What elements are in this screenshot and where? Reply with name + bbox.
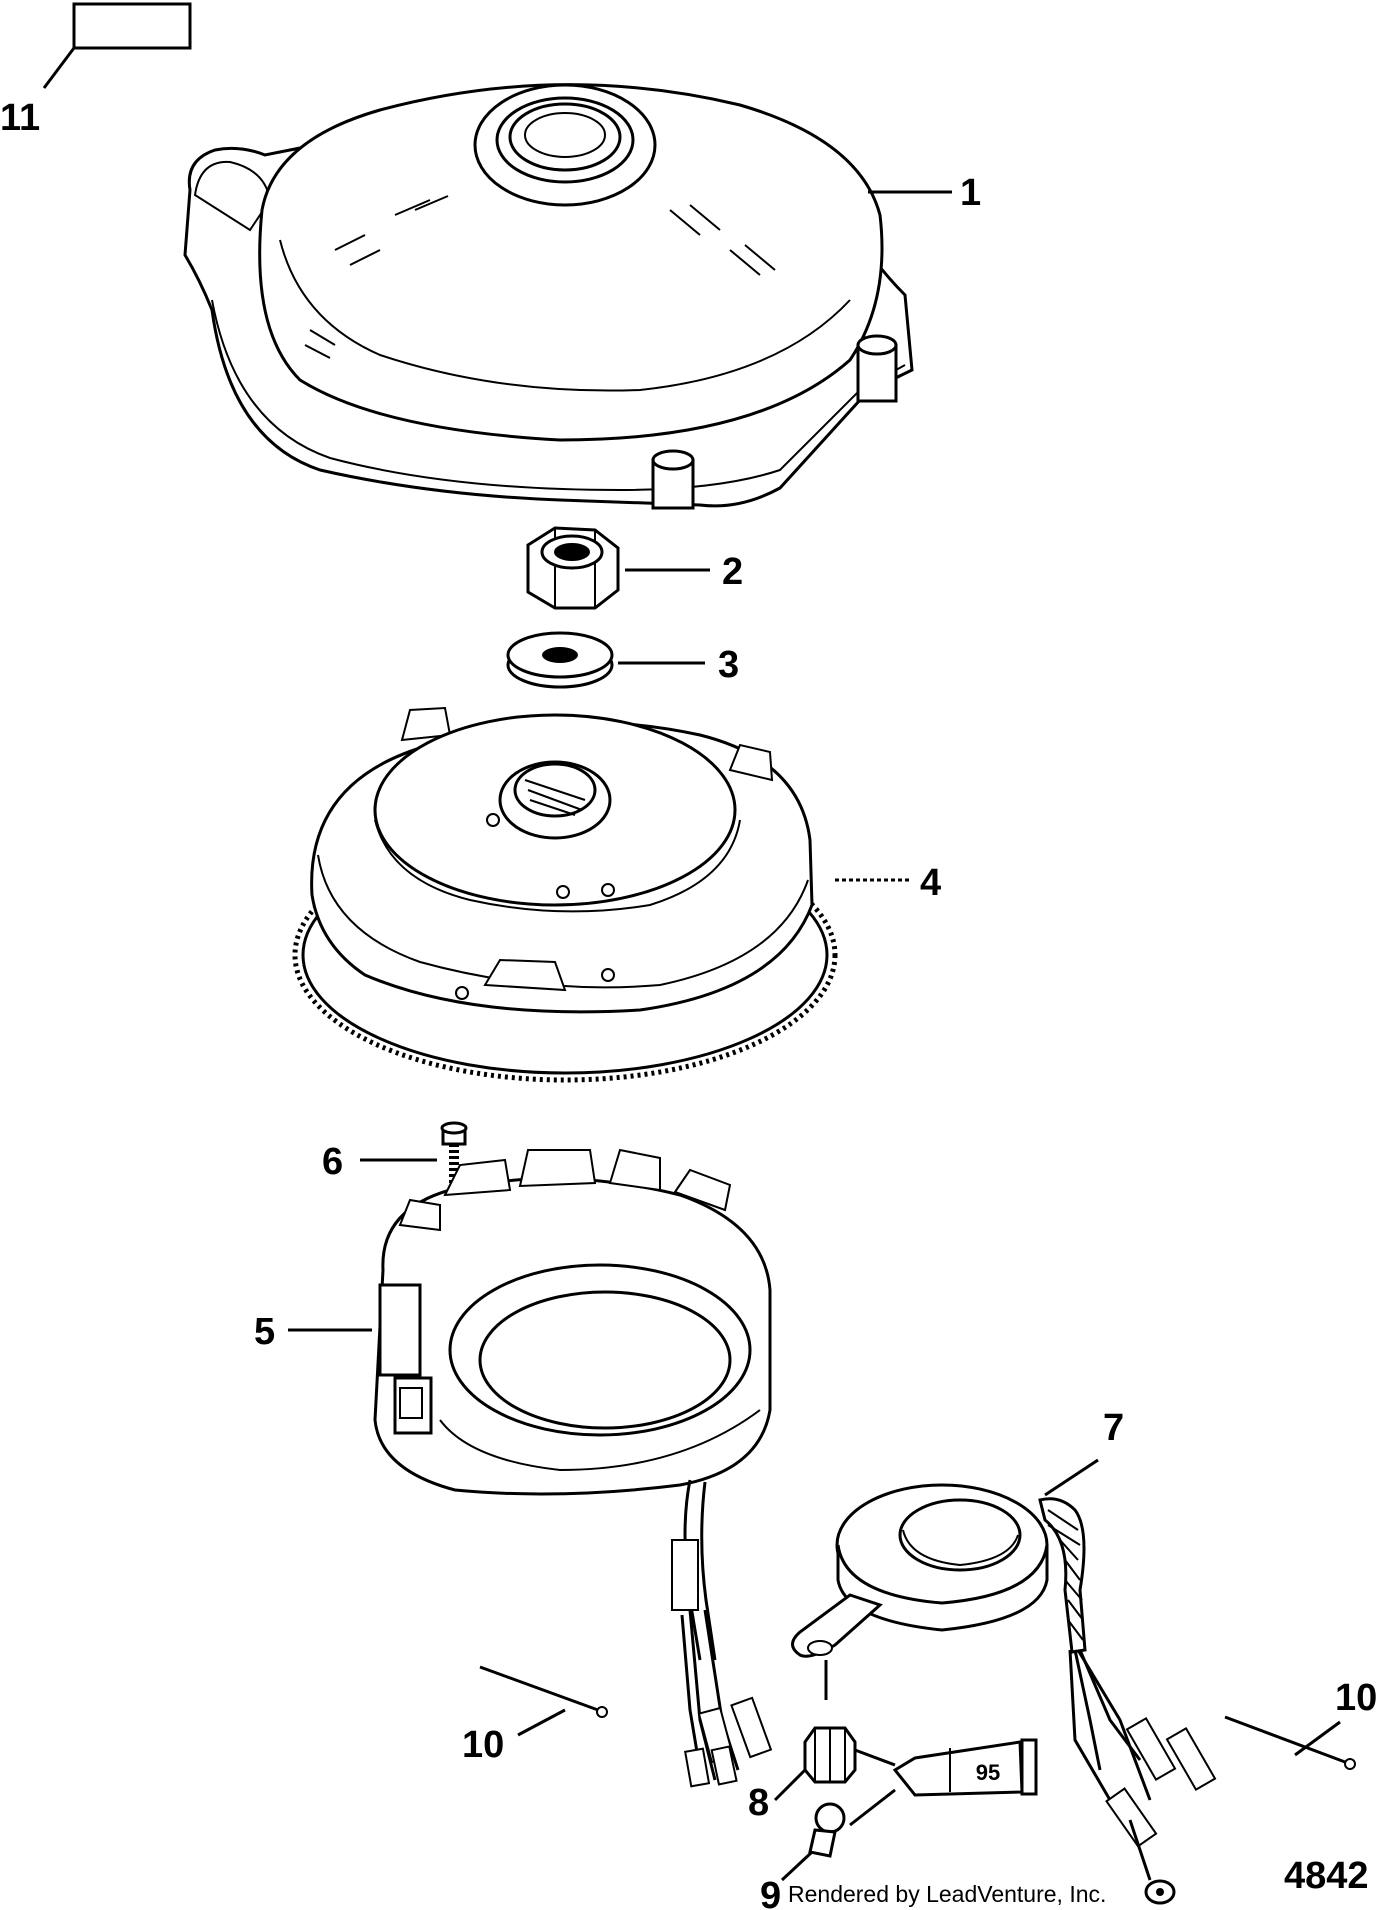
flywheel-nut — [526, 526, 710, 610]
callout-10-right: 10 — [1335, 1677, 1377, 1719]
callout-2: 2 — [722, 551, 743, 593]
flywheel-cover — [183, 83, 952, 510]
callout-6: 6 — [322, 1141, 343, 1183]
callout-11: 11 — [0, 97, 40, 139]
callout-10-left: 10 — [462, 1724, 504, 1766]
cotter-pin-right — [1224, 1715, 1356, 1770]
callout-1: 1 — [960, 172, 981, 214]
render-credit: Rendered by LeadVenture, Inc. — [788, 1881, 1106, 1907]
callout-8: 8 — [748, 1782, 769, 1824]
callout-5: 5 — [254, 1311, 275, 1353]
flywheel — [292, 706, 912, 1083]
callout-4: 4 — [920, 862, 941, 904]
stator — [288, 1148, 773, 1788]
sealant-tube: 95 — [849, 1738, 1038, 1827]
flywheel-washer — [506, 631, 705, 689]
trigger-locknut — [773, 1726, 857, 1802]
sealant-tube-label: 95 — [976, 1760, 1000, 1785]
callout-7: 7 — [1103, 1407, 1124, 1449]
figure-id: 4842 — [1284, 1855, 1369, 1897]
trigger-pin — [780, 1802, 846, 1882]
callout-9: 9 — [760, 1875, 781, 1910]
callout-3: 3 — [718, 644, 739, 686]
reference-box-11 — [42, 2, 192, 89]
trigger-assembly — [791, 1458, 1217, 1905]
cotter-pin-left — [479, 1665, 608, 1737]
